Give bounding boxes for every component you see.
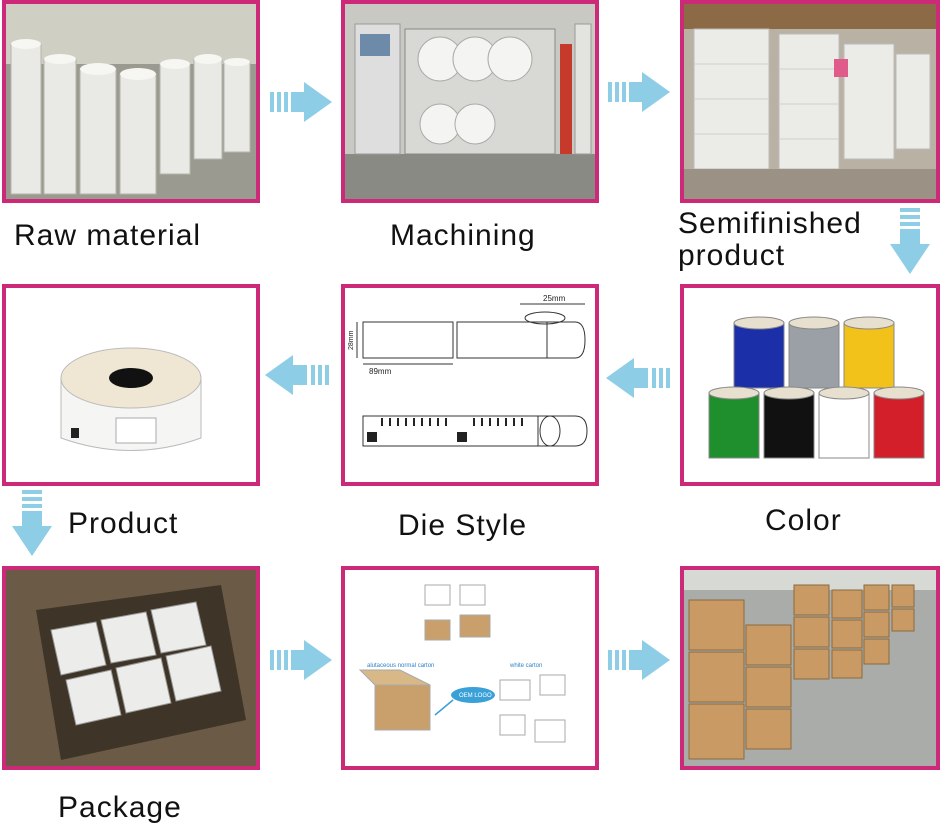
- product-photo: [2, 284, 260, 486]
- package-photo: [2, 566, 260, 770]
- step-label-product: Product: [68, 507, 179, 540]
- arrow-right-icon: [270, 82, 332, 122]
- warehouse-cartons-photo: [680, 566, 940, 770]
- step-label-die-style: Die Style: [398, 509, 528, 542]
- semifinished-product-photo: [680, 0, 940, 203]
- step-label-semifinished-product: Semifinished product: [678, 207, 862, 272]
- die-width-dimension: 25mm: [543, 294, 566, 303]
- raw-material-photo: [2, 0, 260, 203]
- arrow-right-icon: [608, 72, 670, 112]
- oem-logo-badge: OEM LOGO: [459, 693, 492, 699]
- arrow-right-icon: [270, 640, 332, 680]
- die-length-dimension: 89mm: [369, 367, 392, 376]
- arrow-left-icon: [265, 355, 331, 395]
- arrow-down-icon: [12, 490, 52, 556]
- die-height-dimension: 28mm: [348, 330, 355, 350]
- carton-left-label: alutaceous normal carton: [367, 663, 434, 669]
- carton-options-panel: alutaceous normal carton white carton OE…: [341, 566, 599, 770]
- step-label-machining: Machining: [390, 219, 536, 252]
- arrow-left-icon: [606, 358, 672, 398]
- step-label-color: Color: [765, 504, 842, 537]
- color-options-photo: [680, 284, 940, 486]
- arrow-right-icon: [608, 640, 670, 680]
- die-style-drawing: 25mm 28mm 89mm: [341, 284, 599, 486]
- step-label-raw-material: Raw material: [14, 219, 202, 252]
- arrow-down-icon: [890, 208, 930, 274]
- carton-right-label: white carton: [509, 663, 542, 669]
- machining-photo: [341, 0, 599, 203]
- step-label-package: Package: [58, 791, 182, 824]
